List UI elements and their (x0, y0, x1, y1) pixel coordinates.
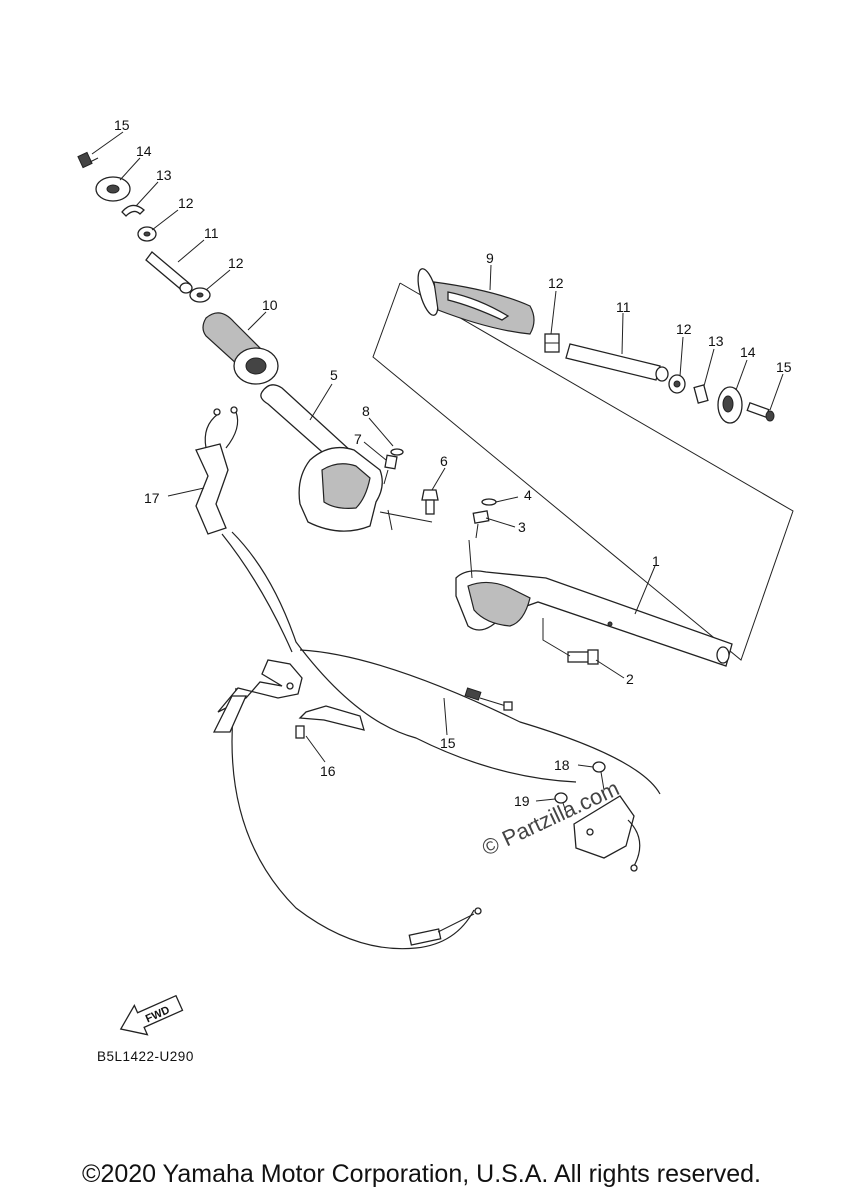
callout-12-left-b: 12 (228, 255, 244, 271)
grip-end-left (95, 176, 131, 202)
screw-19a (592, 761, 606, 791)
handlebar-left (260, 384, 383, 532)
callout-11-right: 11 (616, 299, 631, 315)
leader-6 (379, 511, 433, 523)
collar-left (121, 204, 145, 217)
switch-18 (195, 406, 239, 535)
weight-left (145, 251, 193, 294)
callout-3: 3 (518, 519, 526, 535)
nut-right-b (668, 374, 686, 394)
callout-7: 7 (354, 431, 362, 447)
grip-end-right (717, 386, 743, 424)
switch-right (573, 795, 641, 872)
bolt-3 (472, 510, 490, 539)
handlebar-right (455, 570, 733, 667)
screw-19b (554, 792, 569, 819)
callout-labels: 15 14 13 12 11 12 10 5 8 7 6 4 3 1 2 15 … (114, 117, 792, 809)
bracket-17 (212, 659, 365, 739)
nut-left (137, 226, 157, 242)
callout-8: 8 (362, 403, 370, 419)
grip-right (417, 268, 535, 335)
diagram-code: B5L1422-U290 (97, 1049, 194, 1064)
callout-5: 5 (330, 367, 338, 383)
bolt-left (77, 151, 99, 169)
collar-right (693, 384, 709, 404)
callout-11-left: 11 (204, 225, 219, 241)
callout-12-left-a: 12 (178, 195, 194, 211)
callout-4: 4 (524, 487, 532, 503)
callout-15-right: 15 (776, 359, 792, 375)
fwd-arrow: FWD (119, 994, 184, 1036)
callout-9: 9 (486, 250, 494, 266)
leader-lines (91, 131, 784, 802)
callout-16: 15 (440, 735, 456, 751)
long-cable (231, 687, 475, 950)
nut-left-lower (189, 287, 211, 303)
callout-19-b: 19 (514, 793, 530, 809)
copyright-notice: ©2020 Yamaha Motor Corporation, U.S.A. A… (82, 1160, 761, 1188)
grip-left (202, 312, 279, 385)
fwd-label: FWD (144, 1004, 172, 1025)
bolt-7 (383, 454, 398, 485)
callout-14-right: 14 (740, 344, 756, 360)
washer-8 (390, 448, 404, 456)
throttle-cable (231, 531, 577, 783)
callout-15-left: 15 (114, 117, 130, 133)
callout-18: 17 (144, 490, 160, 506)
callout-19-a: 18 (554, 757, 570, 773)
bolt-right (746, 401, 775, 422)
washer-4 (481, 498, 497, 506)
cable-end-16 (464, 687, 513, 711)
assembly-frame (372, 282, 794, 661)
callout-10: 10 (262, 297, 278, 313)
callout-12-right-a: 12 (548, 275, 564, 291)
callout-2: 2 (626, 671, 634, 687)
bolt-2 (567, 649, 599, 665)
callout-1: 1 (652, 553, 660, 569)
callout-14-left: 14 (136, 143, 152, 159)
bolt-6 (421, 489, 439, 515)
nut-right-a (544, 333, 560, 353)
weight-right (565, 343, 669, 382)
cable-adjuster (408, 907, 482, 946)
callout-12-right-b: 12 (676, 321, 692, 337)
cable-loop (299, 649, 661, 795)
callout-13-left: 13 (156, 167, 172, 183)
callout-17: 16 (320, 763, 336, 779)
callout-13-right: 13 (708, 333, 724, 349)
callout-6: 6 (440, 453, 448, 469)
